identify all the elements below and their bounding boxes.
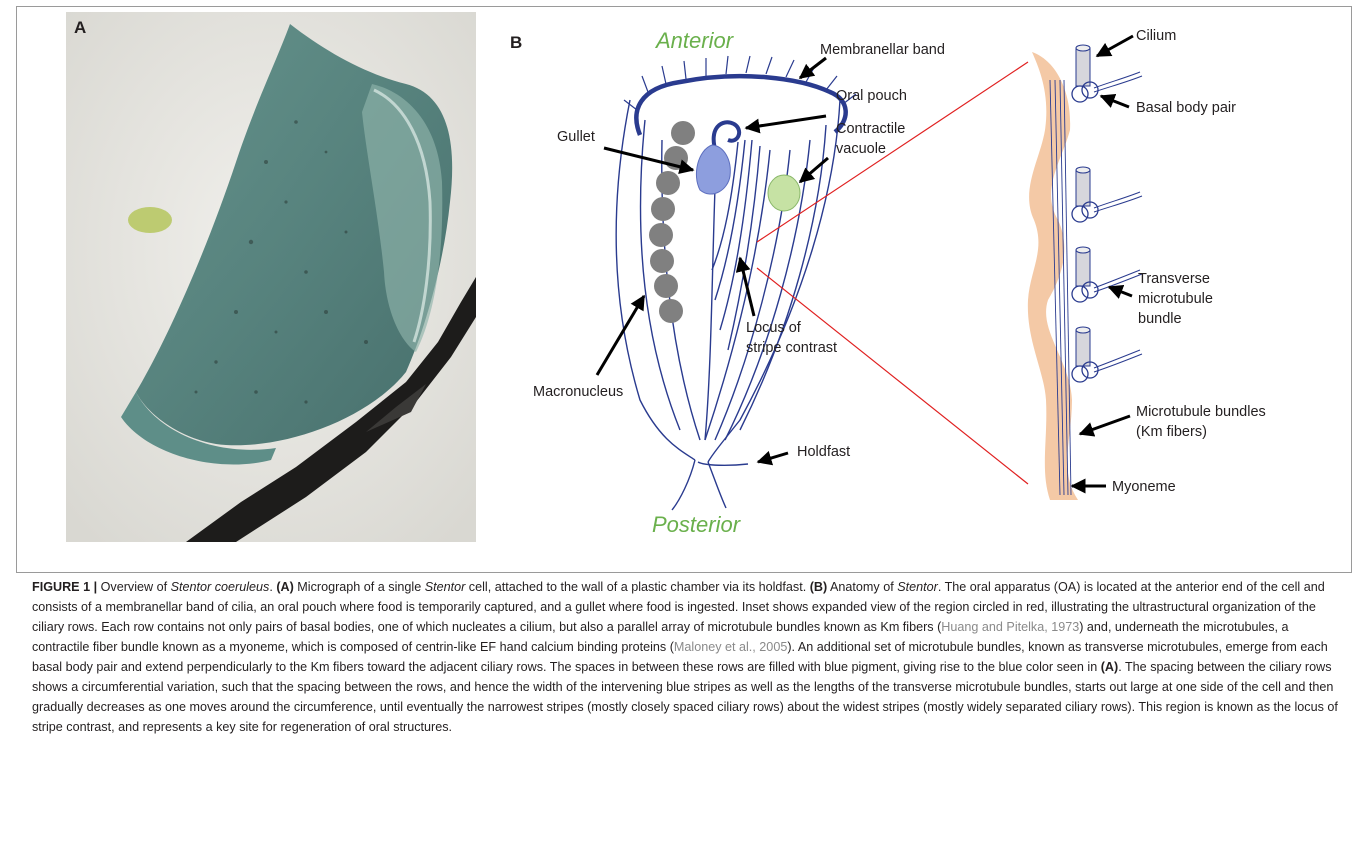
membranellar-band — [636, 76, 845, 135]
caption-text: cell, attached to the wall of a plastic … — [465, 580, 809, 594]
label-locus-line1: Locus of — [746, 320, 802, 336]
label-oral-pouch: Oral pouch — [836, 88, 907, 104]
citation-link-maloney[interactable]: Maloney et al., 2005 — [674, 640, 787, 654]
caption-italic: Stentor coeruleus — [171, 580, 270, 594]
stentor-anatomy-diagram: B Anterior Posterior — [500, 10, 1340, 550]
caption-bold: (A) — [276, 580, 293, 594]
basal-body-unit-1 — [1072, 45, 1142, 102]
label-km-line1: Microtubule bundles — [1136, 404, 1266, 420]
caption-italic: Stentor — [897, 580, 938, 594]
label-transverse-line3: bundle — [1138, 311, 1182, 327]
caption-text: Anatomy of — [827, 580, 897, 594]
label-gullet: Gullet — [557, 129, 595, 145]
contractile-vacuole — [768, 175, 800, 211]
membranellar-cilia — [624, 56, 856, 110]
panel-a-letter: A — [74, 18, 86, 38]
label-transverse-line1: Transverse — [1138, 271, 1210, 287]
caption-italic: Stentor — [425, 580, 466, 594]
label-cilium: Cilium — [1136, 28, 1176, 44]
label-locus-line2: stripe contrast — [746, 340, 837, 356]
label-membranellar-band: Membranellar band — [820, 42, 945, 58]
panel-b-letter: B — [510, 33, 522, 52]
label-holdfast: Holdfast — [797, 444, 850, 460]
posterior-label: Posterior — [652, 512, 742, 537]
stentor-micrograph-image — [66, 12, 476, 542]
basal-body-unit-2 — [1072, 167, 1142, 222]
figure-caption: FIGURE 1 | Overview of Stentor coeruleus… — [32, 577, 1342, 737]
gullet-shape — [696, 145, 730, 194]
basal-body-unit-3 — [1072, 247, 1142, 302]
caption-bold: (B) — [810, 580, 827, 594]
label-contractile-line1: Contractile — [836, 121, 905, 137]
anterior-label: Anterior — [654, 28, 735, 53]
macronucleus-beads — [649, 121, 695, 323]
micrograph-panel — [66, 12, 476, 542]
basal-body-unit-4 — [1072, 327, 1142, 382]
citation-link-huang-pitelka[interactable]: Huang and Pitelka, 1973 — [941, 620, 1079, 634]
label-transverse-line2: microtubule — [1138, 291, 1213, 307]
label-km-line2: (Km fibers) — [1136, 424, 1207, 440]
caption-bold: (A) — [1101, 660, 1118, 674]
figure-label: FIGURE 1 | — [32, 580, 97, 594]
label-contractile-line2: vacuole — [836, 141, 886, 157]
caption-text: Overview of — [97, 580, 170, 594]
myoneme-band — [1028, 52, 1078, 500]
label-myoneme: Myoneme — [1112, 479, 1176, 495]
caption-text: Micrograph of a single — [294, 580, 425, 594]
label-macronucleus: Macronucleus — [533, 384, 623, 400]
algae-particle — [128, 207, 172, 233]
label-basal-body-pair: Basal body pair — [1136, 100, 1236, 116]
